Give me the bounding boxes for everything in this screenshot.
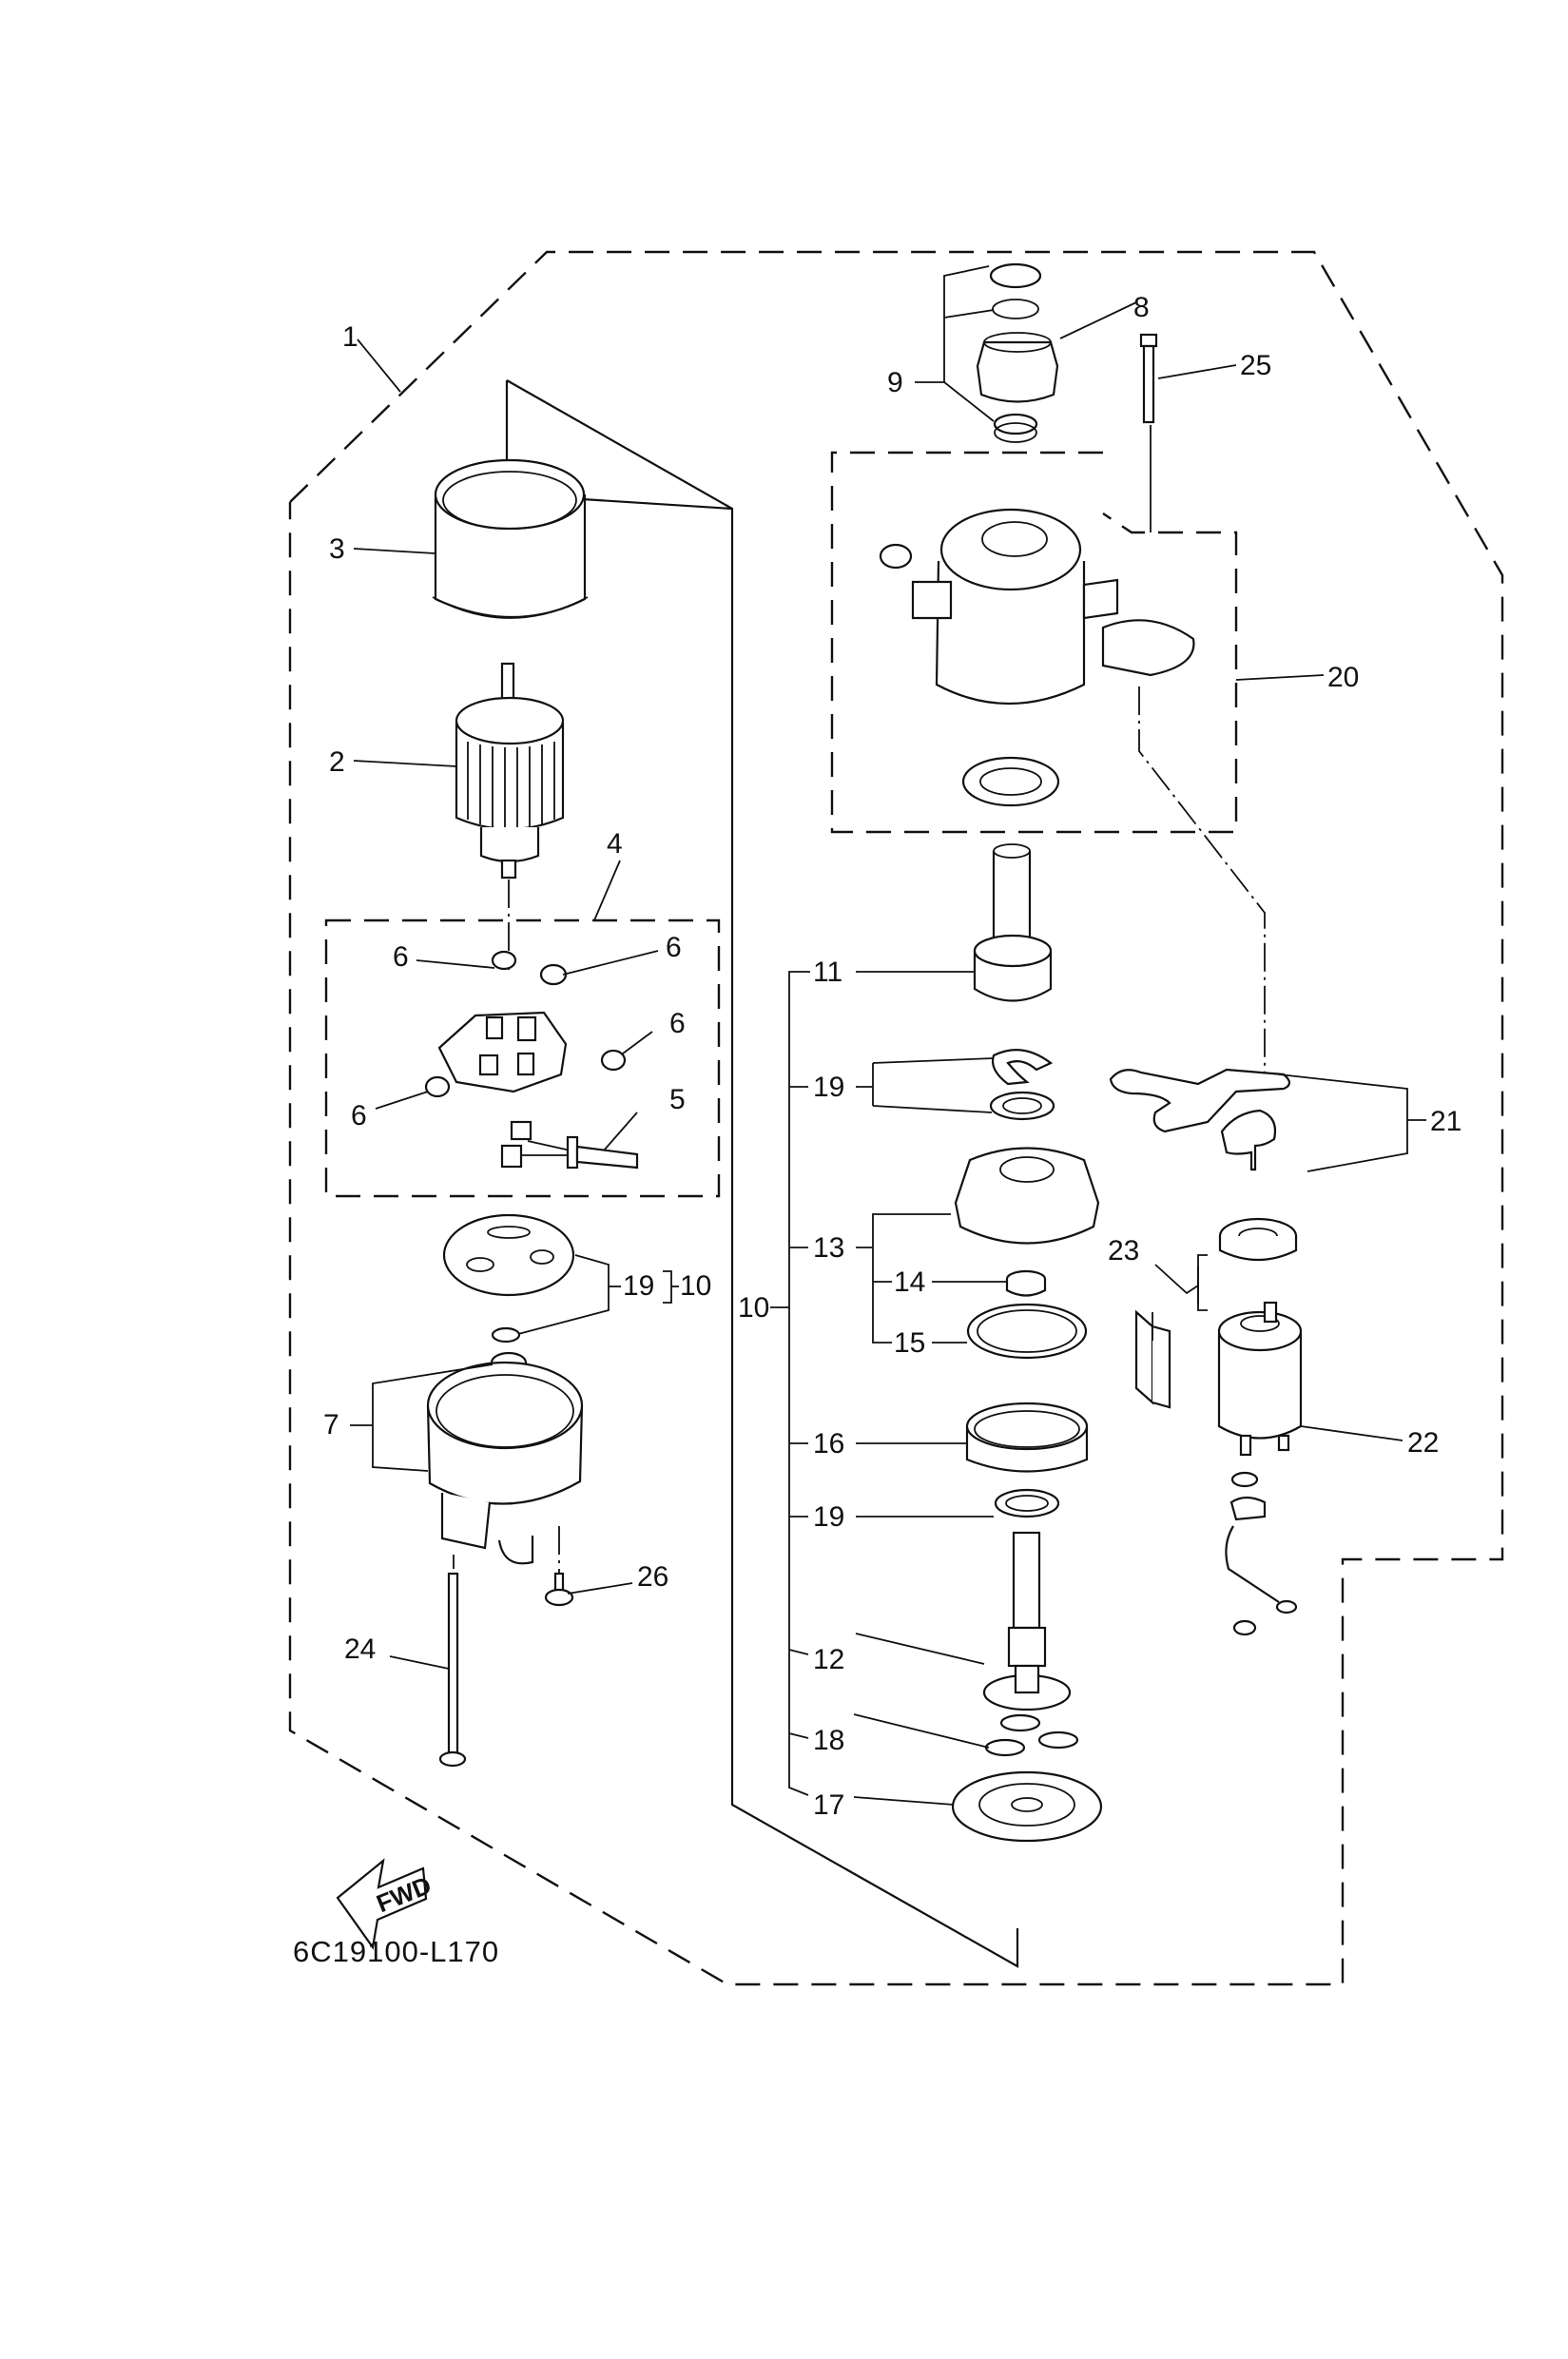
internal-gear-part: [965, 1402, 1089, 1473]
callout-6b[interactable]: 6: [666, 932, 682, 963]
callout-4[interactable]: 4: [607, 828, 623, 860]
leader-lines: [350, 265, 1426, 1806]
ring-part: [966, 1303, 1088, 1360]
bolt-part: [1139, 333, 1158, 532]
gear-kit-outline-top: [506, 379, 733, 510]
stopper-set-part: [976, 262, 1059, 443]
plunger-parts: [1134, 1217, 1298, 1409]
yoke-part: [432, 458, 589, 619]
callout-7[interactable]: 7: [323, 1409, 339, 1441]
callout-16[interactable]: 16: [813, 1428, 844, 1460]
callout-5[interactable]: 5: [669, 1084, 686, 1115]
armature-part: [455, 662, 565, 880]
callout-14[interactable]: 14: [894, 1267, 925, 1298]
callout-19-lower[interactable]: 19: [813, 1501, 844, 1533]
callout-6d[interactable]: 6: [351, 1100, 367, 1131]
callout-12[interactable]: 12: [813, 1644, 844, 1675]
through-bolt-part: [438, 1555, 467, 1768]
brush-lead-part: [500, 1120, 639, 1170]
callout-10-main[interactable]: 10: [738, 1292, 769, 1324]
left-washer-plate-part: [442, 1213, 575, 1344]
brush-spring-parts: [424, 950, 627, 1098]
callout-22[interactable]: 22: [1407, 1427, 1439, 1459]
callout-13[interactable]: 13: [813, 1232, 844, 1264]
callout-1[interactable]: 1: [342, 321, 358, 353]
lever-link-axis: [1138, 686, 1266, 1084]
rear-cover-part: [426, 1351, 584, 1565]
callout-17[interactable]: 17: [813, 1789, 844, 1821]
planet-gear-parts: [984, 1713, 1079, 1757]
lever-set-part: [1109, 1068, 1291, 1171]
front-bracket-box: [830, 451, 1238, 834]
callout-19-upper[interactable]: 19: [813, 1072, 844, 1103]
screw-part: [544, 1572, 574, 1607]
callout-19-left[interactable]: 19: [623, 1270, 654, 1302]
callout-labels: 1 2 3 4 5 6 6 6 6 7 8 9 10 10 11 12 13 1…: [323, 292, 1462, 1821]
callout-20[interactable]: 20: [1327, 662, 1359, 693]
callout-15[interactable]: 15: [894, 1327, 925, 1359]
callout-9[interactable]: 9: [887, 367, 903, 398]
magnetic-switch-part: [1217, 1301, 1303, 1636]
plate-part: [951, 1770, 1103, 1843]
callout-21[interactable]: 21: [1430, 1106, 1462, 1137]
callout-25[interactable]: 25: [1240, 350, 1271, 381]
clutch-part: [973, 843, 1053, 1002]
callout-6c[interactable]: 6: [669, 1008, 686, 1039]
front-bracket-part: [879, 508, 1195, 807]
drawing-code: 6C19100-L170: [293, 1935, 499, 1968]
shaft-part: [982, 1531, 1072, 1711]
callout-18[interactable]: 18: [813, 1725, 844, 1756]
callout-23[interactable]: 23: [1108, 1235, 1139, 1267]
callout-11[interactable]: 11: [813, 957, 842, 988]
callout-6a[interactable]: 6: [393, 941, 409, 973]
callout-10-left[interactable]: 10: [680, 1270, 711, 1302]
bearing-part: [1005, 1269, 1047, 1297]
brush-holder-box: [324, 918, 721, 1198]
callout-24[interactable]: 24: [344, 1634, 376, 1665]
callout-8[interactable]: 8: [1133, 292, 1150, 323]
bracket-part: [954, 1147, 1100, 1245]
callout-2[interactable]: 2: [329, 746, 345, 778]
assembly-outline: [288, 250, 1504, 1986]
callout-3[interactable]: 3: [329, 533, 345, 565]
lower-washer-part: [994, 1488, 1060, 1518]
brush-holder-part: [437, 1011, 568, 1093]
right-washer-set-part: [989, 1049, 1055, 1121]
callout-26[interactable]: 26: [637, 1561, 668, 1593]
